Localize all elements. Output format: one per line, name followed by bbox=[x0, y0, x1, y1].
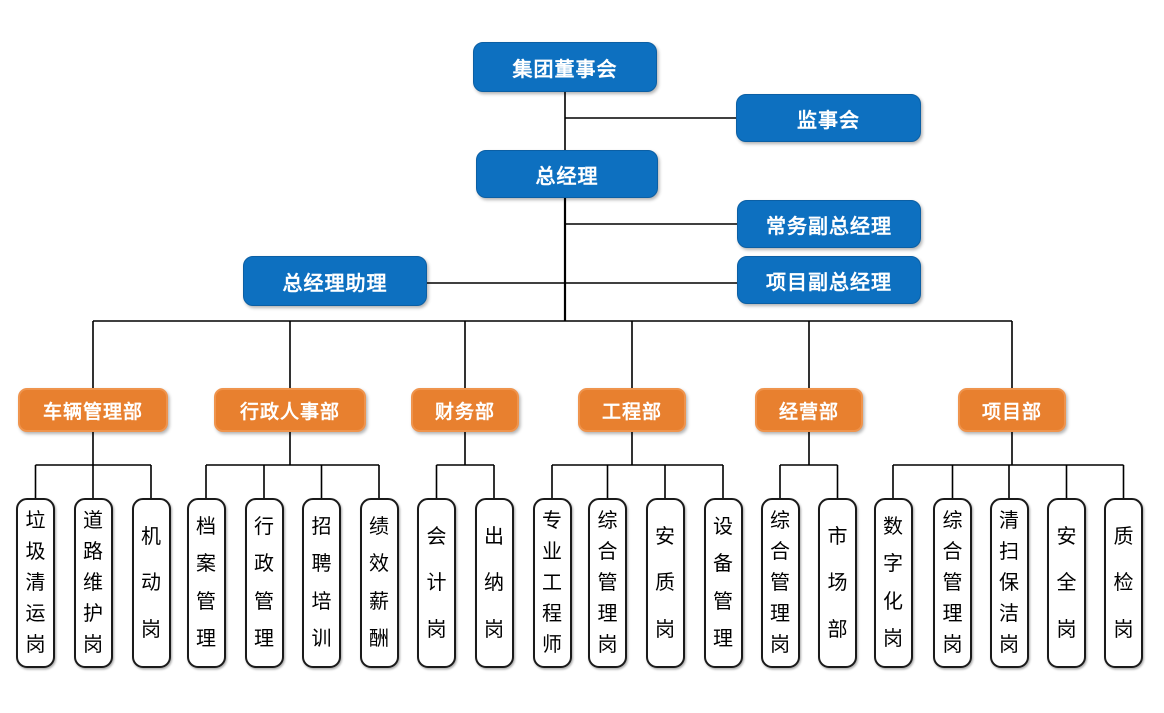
post-road-maintenance[interactable]: 道路维护岗 bbox=[73, 498, 113, 668]
post-general-management-eng[interactable]: 综合管理岗 bbox=[588, 498, 627, 668]
node-supervisory-board[interactable]: 监事会 bbox=[736, 94, 921, 142]
post-performance-compensation[interactable]: 绩效薪酬 bbox=[359, 498, 399, 668]
post-cashier[interactable]: 出纳岗 bbox=[474, 498, 514, 668]
dept-engineering[interactable]: 工程部 bbox=[578, 388, 686, 432]
department-rail-line bbox=[92, 320, 1013, 388]
post-quality-inspection[interactable]: 质检岗 bbox=[1104, 498, 1143, 668]
node-project-deputy-gm[interactable]: 项目副总经理 bbox=[737, 256, 921, 304]
node-general-manager[interactable]: 总经理 bbox=[476, 150, 658, 198]
post-safety[interactable]: 安全岗 bbox=[1047, 498, 1086, 668]
dept-operations[interactable]: 经营部 bbox=[755, 388, 863, 432]
post-digitalization[interactable]: 数字化岗 bbox=[873, 498, 913, 668]
dept-finance[interactable]: 财务部 bbox=[411, 388, 519, 432]
node-board[interactable]: 集团董事会 bbox=[473, 42, 657, 92]
post-garbage-collection[interactable]: 垃圾清运岗 bbox=[16, 498, 55, 668]
post-professional-engineer[interactable]: 专业工程师 bbox=[532, 498, 572, 668]
dept-vehicle-management[interactable]: 车辆管理部 bbox=[18, 388, 168, 432]
dept-project[interactable]: 项目部 bbox=[958, 388, 1066, 432]
post-mobile[interactable]: 机动岗 bbox=[131, 498, 171, 668]
post-admin-management[interactable]: 行政管理 bbox=[244, 498, 284, 668]
node-executive-deputy-gm[interactable]: 常务副总经理 bbox=[737, 200, 921, 248]
post-accounting[interactable]: 会计岗 bbox=[417, 498, 456, 668]
dept-admin-hr[interactable]: 行政人事部 bbox=[214, 388, 366, 432]
post-recruitment-training[interactable]: 招聘培训 bbox=[302, 498, 341, 668]
post-sweeping-cleaning[interactable]: 清扫保洁岗 bbox=[989, 498, 1029, 668]
post-safety-quality[interactable]: 安质岗 bbox=[645, 498, 685, 668]
post-equipment-management[interactable]: 设备管理 bbox=[703, 498, 743, 668]
post-general-management-ops[interactable]: 综合管理岗 bbox=[760, 498, 800, 668]
post-market[interactable]: 市场部 bbox=[818, 498, 857, 668]
post-archive-management[interactable]: 档案管理 bbox=[186, 498, 226, 668]
node-gm-assistant[interactable]: 总经理助理 bbox=[243, 256, 427, 306]
post-connector-lines bbox=[34, 432, 1125, 498]
post-general-management-proj[interactable]: 综合管理岗 bbox=[933, 498, 972, 668]
